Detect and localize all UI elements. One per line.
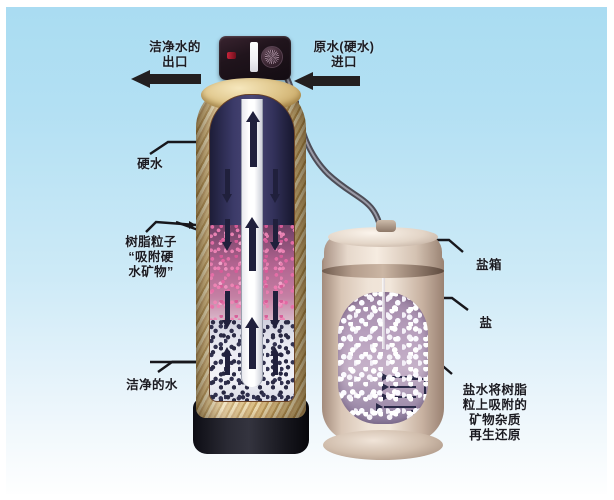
label-raw-water-inlet: 原水(硬水) 进口 — [313, 40, 375, 69]
valve-timer-dial[interactable] — [261, 46, 283, 68]
label-soft-water-outlet: 洁净水的 出口 — [149, 40, 201, 69]
flow-arrow-riser-up-top — [246, 111, 261, 167]
brine-tank-bottom — [323, 430, 443, 460]
valve-indicator-led — [227, 52, 236, 59]
label-salt: 盐 — [479, 316, 493, 330]
inlet-flow-arrow — [294, 72, 360, 90]
label-salt-tank: 盐箱 — [476, 258, 502, 272]
flow-arrow-down-right-1 — [270, 169, 281, 203]
frame-edge-left — [0, 0, 6, 500]
frame-edge-top — [0, 0, 614, 7]
outlet-flow-arrow — [131, 70, 201, 88]
flow-arrow-down-right-3 — [270, 291, 281, 329]
valve-display-screen — [250, 42, 258, 72]
label-regeneration: 盐水将树脂 粒上吸附的 矿物杂质 再生还原 — [462, 383, 528, 442]
flow-arrow-down-left-2 — [222, 219, 233, 251]
brine-tank-fitting-cap — [376, 220, 396, 232]
control-valve-head[interactable] — [219, 36, 299, 116]
flow-arrow-riser-up-bot — [245, 317, 260, 369]
flow-arrow-up-left-bot — [222, 347, 233, 375]
frame-edge-bottom — [0, 494, 614, 500]
frame-edge-right — [607, 0, 614, 500]
flow-arrow-up-right-bot — [270, 347, 281, 375]
brine-draw-tube — [382, 224, 385, 349]
flow-arrow-down-right-2 — [270, 219, 281, 251]
brine-flow-arrows — [376, 370, 426, 414]
tank-cutaway-interior — [209, 94, 295, 402]
label-resin-beads: 树脂粒子 “吸附硬 水矿物” — [125, 235, 177, 279]
label-hard-water: 硬水 — [137, 157, 163, 171]
flow-arrow-down-left-3 — [222, 291, 233, 329]
brine-salt-tank — [322, 220, 444, 460]
flow-arrow-riser-up-mid — [245, 217, 260, 271]
brine-tank-lid-top — [328, 227, 438, 247]
brine-tank-lid-rim — [322, 264, 444, 278]
label-clean-water: 洁净的水 — [126, 378, 178, 392]
flow-arrow-down-left-1 — [222, 169, 233, 203]
resin-mineral-tank — [193, 78, 309, 454]
